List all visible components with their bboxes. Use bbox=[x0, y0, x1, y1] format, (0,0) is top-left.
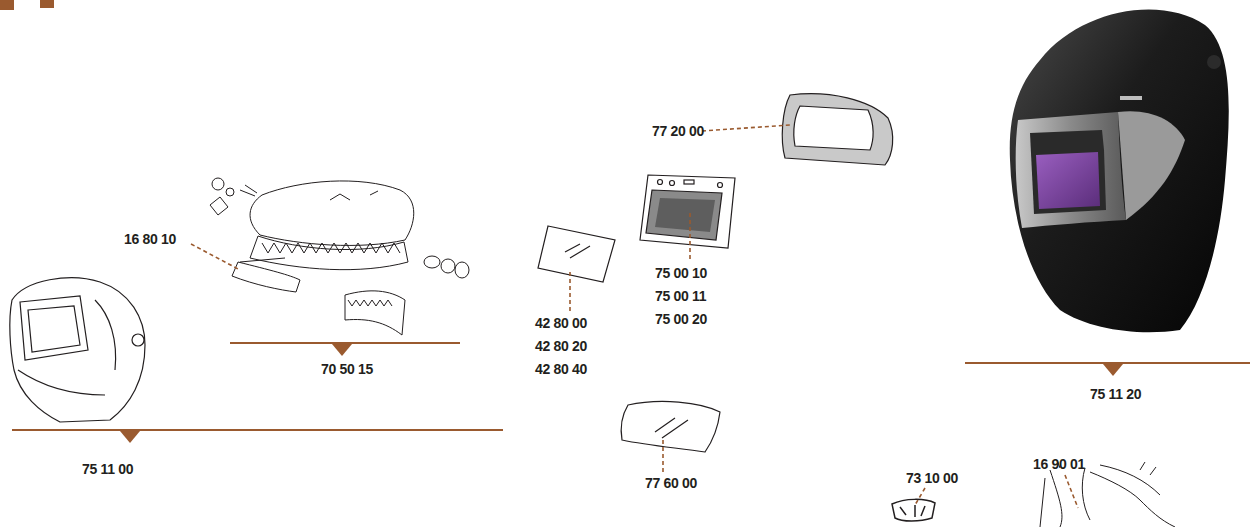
part-number: 42 80 40 bbox=[535, 361, 587, 377]
part-number: 77 20 00 bbox=[652, 123, 704, 139]
inside-cover-lens bbox=[621, 401, 720, 452]
part-number: 75 11 20 bbox=[1090, 386, 1141, 402]
part-number: 70 50 15 bbox=[321, 361, 373, 377]
auto-darkening-filter bbox=[640, 175, 735, 248]
part-number: 75 00 20 bbox=[655, 311, 707, 327]
part-number: 42 80 20 bbox=[535, 338, 587, 354]
part-number: 75 00 10 bbox=[655, 265, 707, 281]
headgear-drawing bbox=[210, 178, 469, 335]
leader-lines bbox=[191, 125, 1078, 508]
helmet-drawing bbox=[10, 278, 145, 422]
part-number: 75 11 00 bbox=[82, 461, 133, 477]
group-brackets bbox=[12, 343, 1250, 443]
front-frame bbox=[782, 94, 892, 165]
part-number: 73 10 00 bbox=[906, 470, 958, 486]
helmet-photo bbox=[1010, 10, 1229, 333]
part-number: 16 80 10 bbox=[124, 231, 176, 247]
part-number: 77 60 00 bbox=[645, 475, 697, 491]
part-number: 75 00 11 bbox=[655, 288, 706, 304]
cover-plate bbox=[538, 226, 615, 282]
nose-pad bbox=[892, 499, 935, 521]
part-number: 16 90 01 bbox=[1033, 456, 1085, 472]
cropped-heading bbox=[0, 0, 54, 10]
part-number: 42 80 00 bbox=[535, 315, 587, 331]
